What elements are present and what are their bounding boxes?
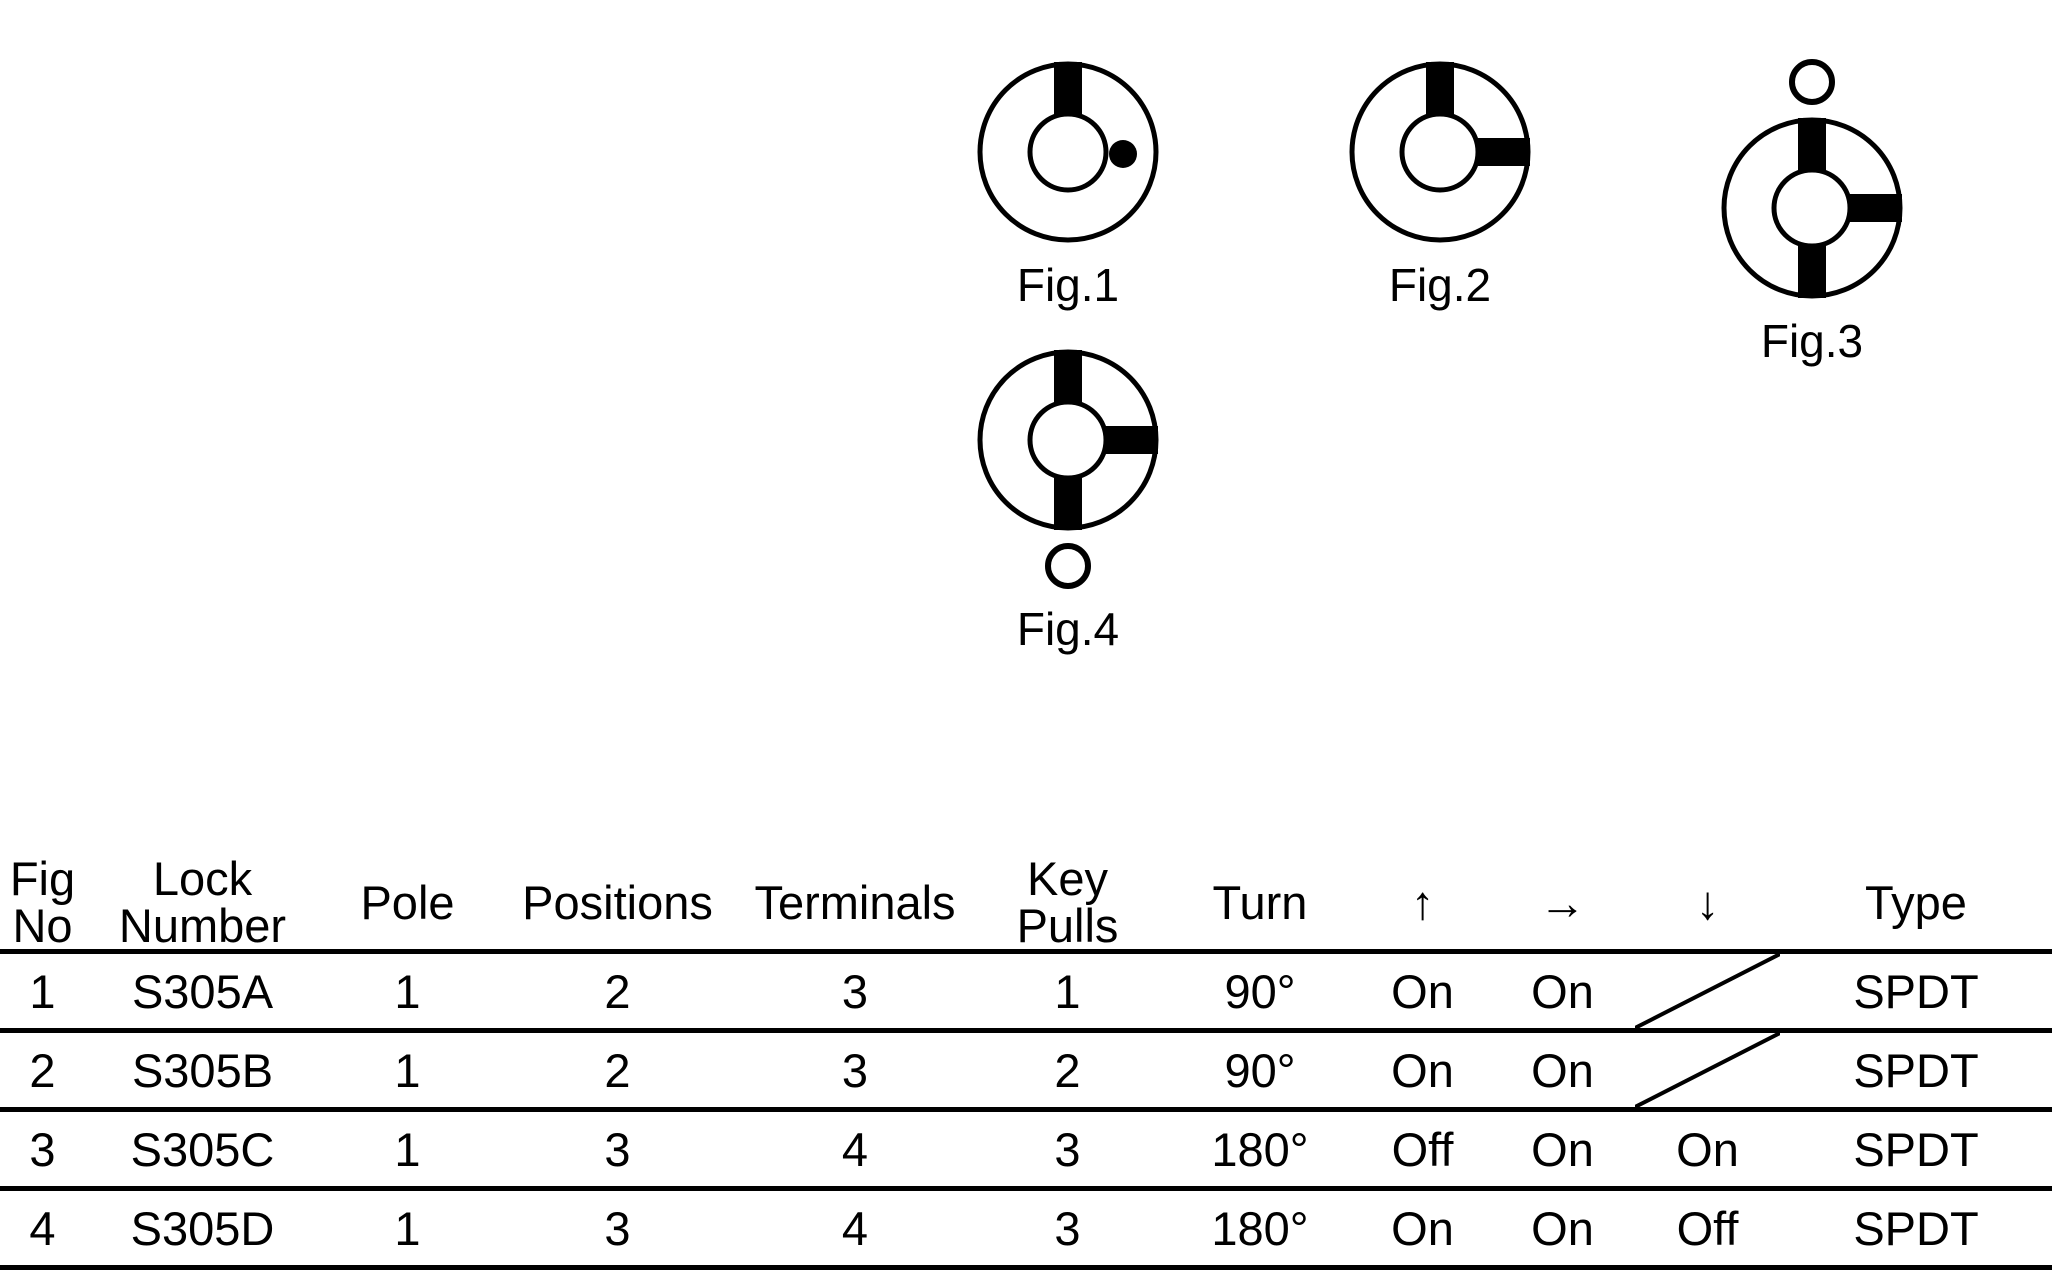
cell-terminals: 4 [841,1122,869,1176]
cell-turn: 180° [1211,1201,1309,1255]
table-row: 1 S305A 1 2 3 1 90° On On SPDT [0,951,2052,1031]
cell-arrow-up: On [1391,1043,1454,1097]
cell-fig-no: 1 [29,964,56,1018]
cell-key-pulls: 2 [1054,1043,1081,1097]
cell-arrow-up: On [1391,1201,1454,1255]
key-pull-ring-marker [1789,59,1835,105]
cell-lock-number: S305D [130,1201,275,1255]
cell-type: SPDT [1853,1122,1979,1176]
column-header-terminals: Terminals [754,875,956,929]
cell-key-pulls: 3 [1054,1122,1081,1176]
cell-lock-number: S305C [130,1122,275,1176]
column-header-fig-no: Fig No [9,852,76,952]
cell-positions: 3 [604,1201,631,1255]
cell-terminals: 4 [841,1201,869,1255]
na-slash-icon [1635,954,1780,1028]
cell-lock-number: S305A [131,964,274,1018]
cell-arrow-right: On [1531,1043,1594,1097]
column-header-key-pulls: Key Pulls [1016,852,1119,952]
cell-fig-no: 2 [29,1043,56,1097]
figure-3: Fig.3 [1712,52,1912,367]
cell-type: SPDT [1853,964,1979,1018]
cell-type: SPDT [1853,1043,1979,1097]
cell-arrow-right: On [1531,1201,1594,1255]
table-header-row: Fig No Lock Number Pole Positions Terminals K… [0,855,2052,952]
dial-graphic [1721,59,1903,299]
column-header-type: Type [1865,875,1967,929]
cell-lock-number: S305B [131,1043,274,1097]
cell-arrow-up: Off [1391,1122,1454,1176]
column-header-pole: Pole [360,875,455,929]
cell-turn: 90° [1224,1043,1296,1097]
dial-inner-circle [1027,399,1109,481]
cell-pole: 1 [394,1122,421,1176]
figure-caption: Fig.2 [1388,259,1492,311]
column-header-lock-number: Lock Number [118,852,287,952]
figure-4: Fig.4 [968,340,1168,655]
cell-terminals: 3 [841,964,869,1018]
na-slash-icon [1635,1033,1780,1107]
cell-turn: 180° [1211,1122,1309,1176]
cell-pole: 1 [394,1201,421,1255]
cell-fig-no: 3 [29,1122,56,1176]
dial-graphic [977,349,1159,589]
cell-positions: 3 [604,1122,631,1176]
column-header-turn: Turn [1212,875,1308,929]
cell-terminals: 3 [841,1043,869,1097]
cell-pole: 1 [394,1043,421,1097]
table-row: 2 S305B 1 2 3 2 90° On On SPDT [0,1030,2052,1110]
cell-turn: 90° [1224,964,1296,1018]
cell-type: SPDT [1853,1201,1979,1255]
key-pull-ring-marker [1045,543,1091,589]
figure-caption: Fig.1 [1016,259,1120,311]
spec-table-container: Fig No Lock Number Pole Positions Terminals K… [0,855,2052,1270]
dial-inner-circle [1771,167,1853,249]
cell-not-applicable [1635,1031,1780,1110]
key-pull-dot-marker [1109,140,1137,168]
cell-positions: 2 [604,964,631,1018]
cell-arrow-down: Off [1676,1201,1739,1255]
cell-pole: 1 [394,964,421,1018]
column-header-positions: Positions [522,875,713,929]
cell-arrow-right: On [1531,1122,1594,1176]
table-row: 4 S305D 1 3 4 3 180° On On Off SPDT [0,1188,2052,1268]
figure-caption: Fig.4 [1016,603,1120,655]
dial-inner-circle [1027,111,1109,193]
cell-fig-no: 4 [29,1201,56,1255]
column-header-arrow-up: ↑ [1410,875,1435,929]
dial-inner-circle [1399,111,1481,193]
cell-key-pulls: 1 [1054,964,1081,1018]
figure-1: Fig.1 [968,52,1168,311]
dial-graphic [977,61,1159,243]
figure-caption: Fig.3 [1760,315,1864,367]
cell-key-pulls: 3 [1054,1201,1081,1255]
cell-arrow-right: On [1531,964,1594,1018]
cell-positions: 2 [604,1043,631,1097]
lock-spec-table: Fig No Lock Number Pole Positions Terminals K… [0,855,2052,1270]
table-header: Fig No Lock Number Pole Positions Terminals K… [0,855,2052,952]
table-row: 3 S305C 1 3 4 3 180° Off On On SPDT [0,1109,2052,1189]
column-header-arrow-down: ↓ [1695,875,1720,929]
cell-arrow-up: On [1391,964,1454,1018]
cell-not-applicable [1635,952,1780,1031]
dial-graphic [1349,61,1531,243]
figure-2: Fig.2 [1340,52,1540,311]
cell-arrow-down: On [1676,1122,1739,1176]
column-header-arrow-right: → [1539,875,1586,929]
